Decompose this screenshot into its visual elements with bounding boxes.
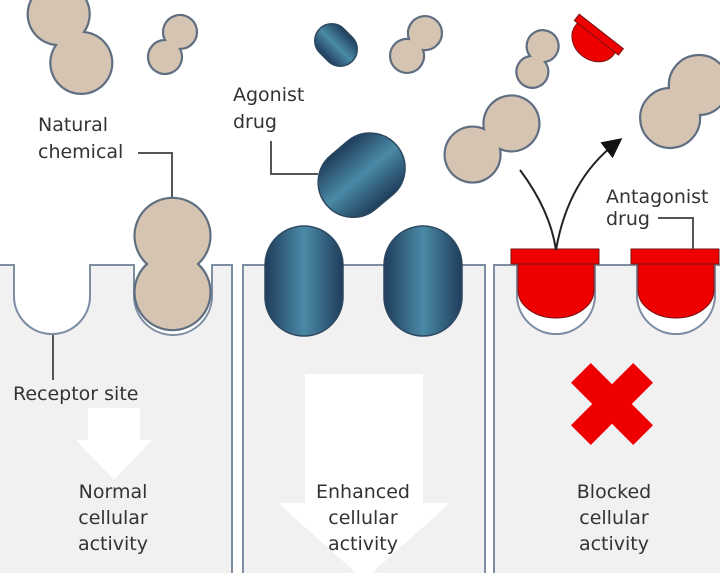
blocked-x-icon [570, 362, 654, 446]
agonist-label-line1: Agonist [233, 84, 304, 106]
natural-chemical-bound [133, 196, 212, 332]
panel-blocked [493, 138, 720, 573]
large-down-arrow-icon [278, 374, 450, 573]
antagonist-label-line2: drug [606, 208, 650, 230]
antagonist-leader [658, 217, 694, 249]
receptor-site-label: Receptor site [13, 383, 138, 405]
small-down-arrow-icon [76, 408, 152, 480]
outcome-normal-line3: activity [78, 533, 148, 555]
natural-chemical-label-line2: chemical [38, 141, 123, 163]
deflection-curve [519, 169, 557, 251]
natural-chemical-free [515, 29, 560, 89]
natural-chemical-leader [138, 152, 173, 197]
natural-chemical-free [443, 94, 541, 184]
outcome-normal-line1: Normal [79, 481, 148, 503]
natural-chemical-label-line1: Natural [38, 114, 108, 136]
antagonist-bound-2 [630, 248, 720, 319]
panel-enhanced [242, 141, 486, 573]
deflection-arrow-icon [555, 138, 623, 251]
outcome-blocked-line1: Blocked [577, 481, 651, 503]
outcome-blocked-line3: activity [579, 533, 649, 555]
receptor-site-empty [13, 265, 91, 335]
antagonist-free [571, 13, 625, 63]
agonist-bound-1 [264, 225, 344, 337]
free-molecules [26, 0, 720, 218]
natural-chemical-free [26, 0, 114, 95]
agonist-leader [270, 141, 318, 175]
panel-normal [0, 152, 233, 573]
agonist-label-line2: drug [233, 111, 277, 133]
outcome-normal-line2: cellular [78, 507, 148, 529]
antagonist-label-line1: Antagonist [606, 186, 709, 208]
natural-chemical-free [639, 53, 720, 150]
antagonist-bound-1 [510, 248, 600, 319]
natural-chemical-free [146, 13, 199, 76]
outcome-enhanced-line1: Enhanced [316, 481, 410, 503]
outcome-enhanced-line3: activity [328, 533, 398, 555]
outcome-blocked-line2: cellular [579, 507, 649, 529]
agonist-bound-2 [383, 225, 463, 337]
agonist-free-small [314, 23, 358, 67]
agonist-free-large [317, 132, 406, 218]
outcome-enhanced-line2: cellular [328, 507, 398, 529]
natural-chemical-free [389, 15, 443, 74]
